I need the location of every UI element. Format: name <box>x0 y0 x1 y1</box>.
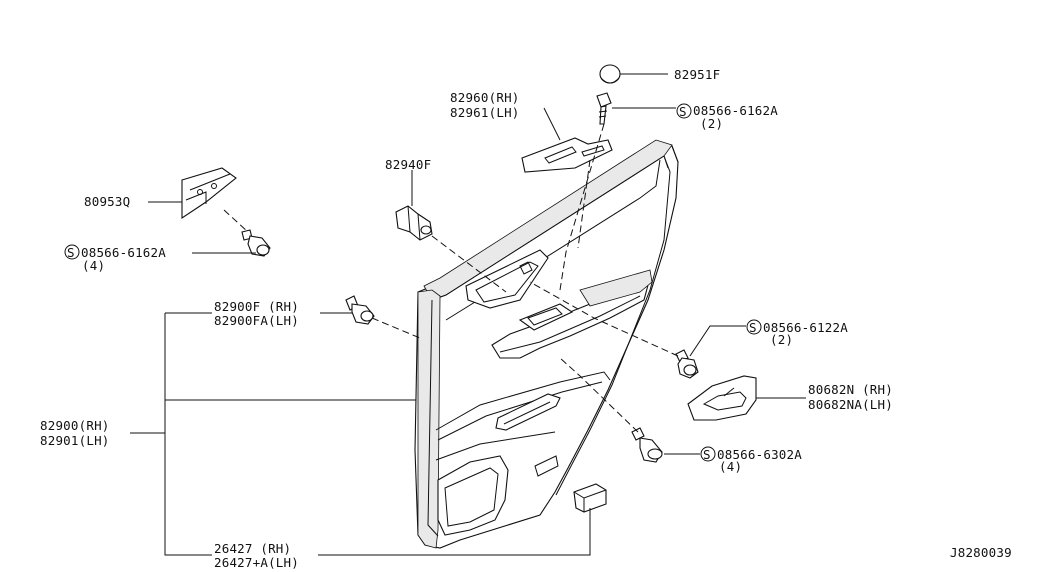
label-08566-6302A: 08566-6302A <box>717 447 802 462</box>
label-82900FA: 82900FA(LH) <box>214 313 299 328</box>
part-labels: 82951F 82960(RH) 82961(LH) 08566-6162A (… <box>40 67 1012 570</box>
label-82900F: 82900F (RH) <box>214 299 299 314</box>
label-qty-left: (4) <box>82 258 105 273</box>
part-80953Q-bracket <box>181 167 237 220</box>
part-82940F-clip <box>395 205 433 241</box>
symbol-s: S <box>67 245 75 260</box>
part-82960-bezel <box>521 137 613 173</box>
label-qty-6302A: (4) <box>719 459 742 474</box>
part-screw-left <box>241 229 271 257</box>
label-08566-6122A: 08566-6122A <box>763 320 848 335</box>
symbol-s: S <box>679 104 687 119</box>
part-80682N-escutcheon <box>687 375 757 421</box>
label-80953Q: 80953Q <box>84 194 130 209</box>
label-82940F: 82940F <box>385 157 431 172</box>
symbol-circle <box>746 319 762 335</box>
diagram-id-code: J8280039 <box>950 545 1012 560</box>
part-82900F-clip <box>345 295 375 325</box>
symbol-s: S <box>749 320 757 335</box>
label-80682N: 80682N (RH) <box>808 382 893 397</box>
leader-lines <box>130 73 806 556</box>
label-qty-6122A: (2) <box>770 332 793 347</box>
label-82900: 82900(RH) <box>40 418 110 433</box>
label-82901: 82901(LH) <box>40 433 110 448</box>
label-82961: 82961(LH) <box>450 105 520 120</box>
label-26427A: 26427+A(LH) <box>214 555 299 570</box>
label-80682NA: 80682NA(LH) <box>808 397 893 412</box>
label-82951F: 82951F <box>674 67 720 82</box>
part-screw-6302A <box>631 427 663 463</box>
symbol-circle <box>700 446 716 462</box>
label-26427: 26427 (RH) <box>214 541 291 556</box>
door-trim-panel <box>414 139 679 549</box>
part-82951F-cap <box>599 64 621 84</box>
label-82960: 82960(RH) <box>450 90 520 105</box>
screw-symbols: S S S S <box>64 103 762 462</box>
assembly-dashed-lines <box>223 123 679 433</box>
part-screw-6122A <box>675 349 699 379</box>
symbol-s: S <box>703 447 711 462</box>
symbol-circle <box>64 244 80 260</box>
label-qty-top: (2) <box>700 116 723 131</box>
label-08566-6162A-left: 08566-6162A <box>81 245 166 260</box>
part-26427-lamp <box>573 483 607 513</box>
symbol-circle <box>676 103 692 119</box>
part-screw-top <box>596 92 612 125</box>
label-08566-6162A-top: 08566-6162A <box>693 103 778 118</box>
